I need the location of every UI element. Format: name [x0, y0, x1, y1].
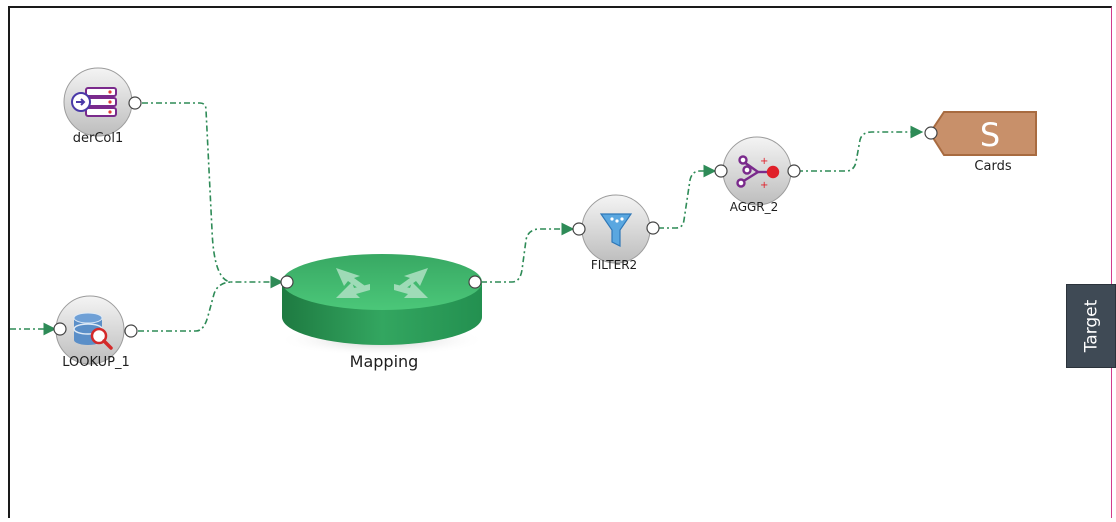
node-mapping[interactable] [278, 254, 486, 356]
filter-input-port[interactable] [572, 222, 586, 236]
filter-output-port[interactable] [646, 221, 660, 235]
diagram-canvas [8, 6, 1112, 518]
connector-lookup-mapping [138, 281, 233, 332]
aggr-input-port[interactable] [714, 164, 728, 178]
node-dercol[interactable] [62, 67, 142, 139]
target-tab-label: Target [1081, 299, 1101, 353]
node-filter[interactable] [572, 194, 660, 267]
aggr-output-port[interactable] [787, 164, 801, 178]
node-label-mapping: Mapping [349, 352, 419, 371]
svg-text:+: + [760, 180, 768, 191]
connector-aggr-cards [797, 125, 924, 172]
node-lookup[interactable] [53, 295, 138, 367]
mapping-arrows-icon [336, 268, 428, 298]
aggregator-icon: + + [736, 155, 780, 191]
lookup-input-port[interactable] [53, 322, 67, 336]
node-cards[interactable]: S [924, 111, 1037, 156]
node-label-aggr: AGGR_2 [729, 200, 779, 214]
node-label-dercol: derCol1 [72, 131, 124, 146]
database-search-icon [73, 312, 113, 350]
mapping-input-port[interactable] [280, 275, 294, 289]
cards-input-port[interactable] [924, 126, 938, 140]
target-panel-tab[interactable]: Target [1066, 284, 1116, 368]
connector-mapping-filter [481, 222, 575, 283]
node-aggr[interactable]: + + [714, 136, 801, 209]
node-label-cards: Cards [974, 159, 1012, 174]
connector-filter-aggr [658, 164, 717, 229]
node-label-lookup: LOOKUP_1 [62, 355, 130, 370]
node-label-filter: FILTER2 [590, 258, 638, 272]
svg-text:+: + [760, 156, 768, 167]
mapping-output-port[interactable] [468, 275, 482, 289]
filter-funnel-icon [599, 213, 633, 247]
connector-dercol-mapping [142, 102, 284, 289]
lookup-output-port[interactable] [124, 324, 138, 338]
derived-column-icon [71, 87, 117, 117]
cards-source-glyph: S [980, 116, 1000, 154]
dercol-output-port[interactable] [128, 96, 142, 110]
